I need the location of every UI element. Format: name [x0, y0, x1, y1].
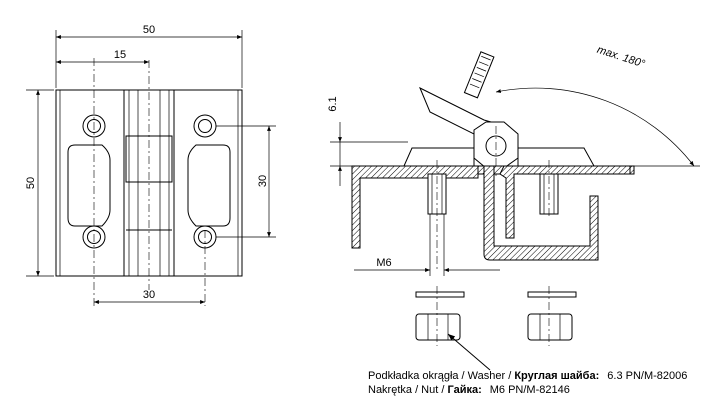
legend-washer-name: Podkładka okrągła / Washer / [368, 370, 514, 382]
dim-thread-label: M6 [376, 257, 391, 269]
dim-width-label: 50 [143, 24, 155, 36]
right-leaf-recess [187, 144, 231, 227]
dim-hole-offset-15: 15 [56, 49, 149, 64]
front-holes [82, 58, 217, 306]
dim-rotation-label: max. 180° [595, 44, 646, 71]
legend-nut-name: Nakrętka / Nut / [368, 384, 447, 396]
right-profile [483, 165, 599, 261]
dim-hole-offset-label: 15 [114, 49, 126, 61]
dim-vertical-30: 30 [216, 125, 276, 238]
dim-thread-m6: M6 [354, 257, 500, 272]
nuts [415, 286, 573, 346]
left-bolt [427, 160, 447, 270]
legend-line-nut: Nakrętka / Nut / Гайка: M6 PN/M-82146 [368, 384, 570, 396]
dim-horizontal-spacing-label: 30 [143, 289, 155, 301]
dim-thickness-label: 6.1 [327, 96, 339, 111]
hinge-left-leaf [55, 89, 125, 277]
legend: Podkładka okrągła / Washer / Круглая шай… [368, 370, 687, 396]
legend-nut-spec: M6 PN/M-82146 [490, 384, 570, 396]
right-bolt [539, 160, 559, 216]
left-profile [351, 165, 479, 249]
legend-washer-ru: Круглая шайба: [514, 370, 599, 382]
washers [415, 291, 577, 298]
dim-horizontal-30: 30 [94, 289, 205, 304]
dim-height-label: 50 [25, 177, 37, 189]
dim-height-50: 50 [25, 89, 54, 277]
side-view: 6.1 max. 180° M6 [327, 44, 700, 371]
legend-washer-spec: 6.3 PN/M-82006 [607, 370, 687, 382]
dim-vertical-spacing-label: 30 [257, 175, 269, 187]
left-leaf-recess [67, 144, 111, 227]
legend-leader [447, 333, 491, 371]
legend-line-washer: Podkładka okrągła / Washer / Круглая шай… [368, 370, 687, 382]
legend-nut-ru: Гайка: [447, 384, 481, 396]
front-view: 50 15 50 30 30 [25, 24, 276, 306]
dim-thickness-6-1: 6.1 [327, 96, 342, 186]
dim-width-50: 50 [55, 24, 243, 88]
hinge-closed-leaf [403, 147, 475, 167]
